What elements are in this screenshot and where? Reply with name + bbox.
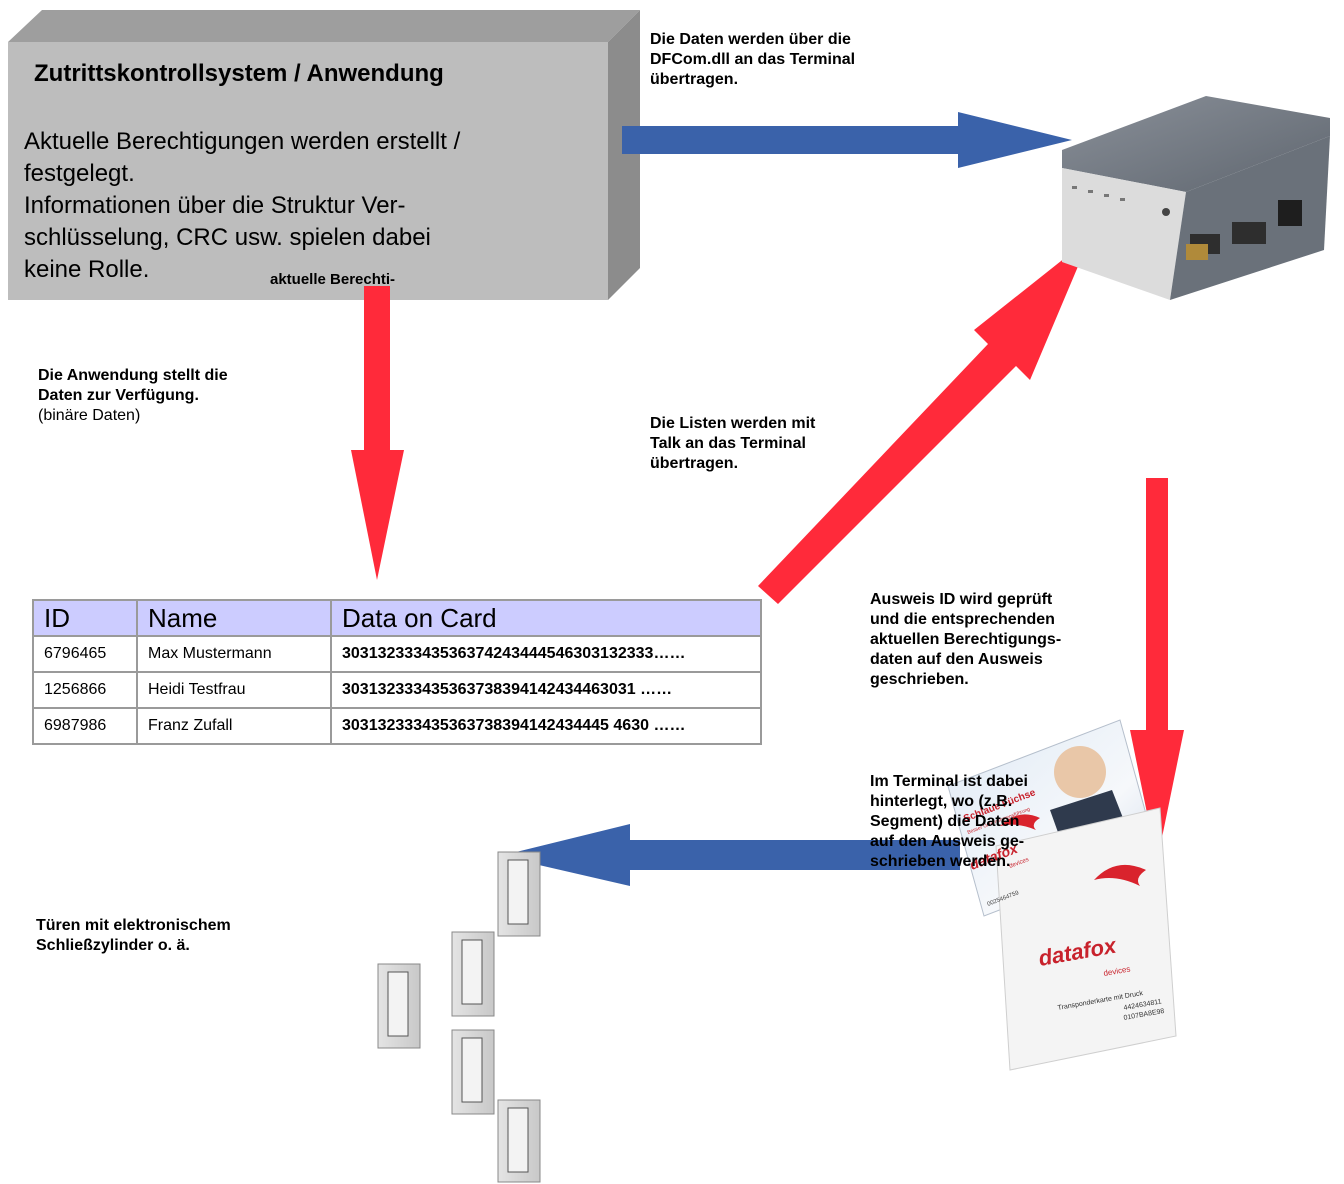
arrow-terminal-to-card [1130, 478, 1184, 862]
ausweis-line: daten auf den Ausweis [870, 651, 1043, 668]
door-icon-3 [377, 963, 421, 1049]
table-row: 6987986 Franz Zufall 3031323334353637383… [32, 707, 762, 745]
door-icon-5 [497, 1099, 541, 1183]
column-header-id: ID [32, 599, 138, 637]
cell-data: 303132333435363738394142434463031 …… [330, 671, 762, 709]
arrow-table-to-terminal [758, 238, 1090, 604]
dfcom-line: Die Daten werden über die [650, 31, 851, 48]
anwendung-line: Die Anwendung stellt die [38, 367, 228, 384]
system-box-line: festgelegt. [24, 160, 135, 187]
terminal-info-line: auf den Ausweis ge- [870, 833, 1025, 850]
system-box-line: Aktuelle Berechtigungen werden erstellt … [24, 128, 461, 155]
talk-line: Talk an das Terminal [650, 435, 806, 452]
column-header-data: Data on Card [330, 599, 762, 637]
card-data-table: ID Name Data on Card 6796465 Max Musterm… [32, 599, 762, 745]
system-box-title: Zutrittskontrollsystem / Anwendung [34, 60, 444, 87]
terminal-info-line: schrieben werden. [870, 853, 1011, 870]
cell-id: 1256866 [32, 671, 138, 709]
ausweis-line: geschrieben. [870, 671, 969, 688]
talk-label: Die Listen werden mit Talk an das Termin… [650, 414, 815, 474]
dfcom-label: Die Daten werden über die DFCom.dll an d… [650, 30, 855, 90]
system-box [8, 10, 640, 300]
ausweis-line: und die entsprechenden [870, 611, 1055, 628]
overlap-text: aktuelle Berechti- [270, 271, 396, 288]
cell-data: 303132333435363738394142434445 4630 …… [330, 707, 762, 745]
table-row: 6796465 Max Mustermann 30313233343536374… [32, 635, 762, 673]
system-box-line: Informationen über die Struktur Ver- [24, 192, 406, 219]
tueren-label: Türen mit elektronischem Schließzylinder… [36, 916, 231, 956]
cell-name: Heidi Testfrau [136, 671, 332, 709]
cell-id: 6987986 [32, 707, 138, 745]
talk-line: übertragen. [650, 455, 739, 472]
column-header-name: Name [136, 599, 332, 637]
table-row: 1256866 Heidi Testfrau 30313233343536373… [32, 671, 762, 709]
door-icon-2 [451, 931, 495, 1017]
terminal-info-line: Segment) die Daten [870, 813, 1020, 830]
cell-name: Franz Zufall [136, 707, 332, 745]
arrow-to-table [351, 286, 404, 580]
cell-id: 6796465 [32, 635, 138, 673]
anwendung-note: (binäre Daten) [38, 407, 141, 424]
door-icon-1 [497, 851, 541, 937]
system-box-line: keine Rolle. [24, 256, 150, 283]
dfcom-line: DFCom.dll an das Terminal [650, 51, 856, 68]
cell-data: 30313233343536374243444546303132333…… [330, 635, 762, 673]
ausweis-line: aktuellen Berechtigungs- [870, 631, 1062, 648]
system-box-line: schlüsselung, CRC usw. spielen dabei [24, 224, 431, 251]
card-image-back [995, 807, 1177, 1071]
arrow-card-to-doors [500, 824, 960, 886]
ausweis-label: Ausweis ID wird geprüft und die entsprec… [870, 590, 1061, 690]
terminal-info-line: Im Terminal ist dabei [870, 773, 1028, 790]
anwendung-line: Daten zur Verfügung. [38, 387, 199, 404]
anwendung-label: Die Anwendung stellt die Daten zur Verfü… [38, 366, 228, 426]
system-box-body: Aktuelle Berechtigungen werden erstellt … [24, 126, 460, 286]
terminal-info-label: Im Terminal ist dabei hinterlegt, wo (z.… [870, 772, 1028, 872]
table-header-row: ID Name Data on Card [32, 599, 762, 637]
tueren-line: Türen mit elektronischem [36, 917, 231, 934]
door-icon-4 [451, 1029, 495, 1115]
talk-line: Die Listen werden mit [650, 415, 816, 432]
ausweis-line: Ausweis ID wird geprüft [870, 591, 1053, 608]
cell-name: Max Mustermann [136, 635, 332, 673]
terminal-info-line: hinterlegt, wo (z.B. [870, 793, 1013, 810]
arrow-to-terminal [622, 112, 1072, 168]
dfcom-line: übertragen. [650, 71, 739, 88]
terminal-device-image [1062, 96, 1330, 300]
tueren-line: Schließzylinder o. ä. [36, 937, 190, 954]
